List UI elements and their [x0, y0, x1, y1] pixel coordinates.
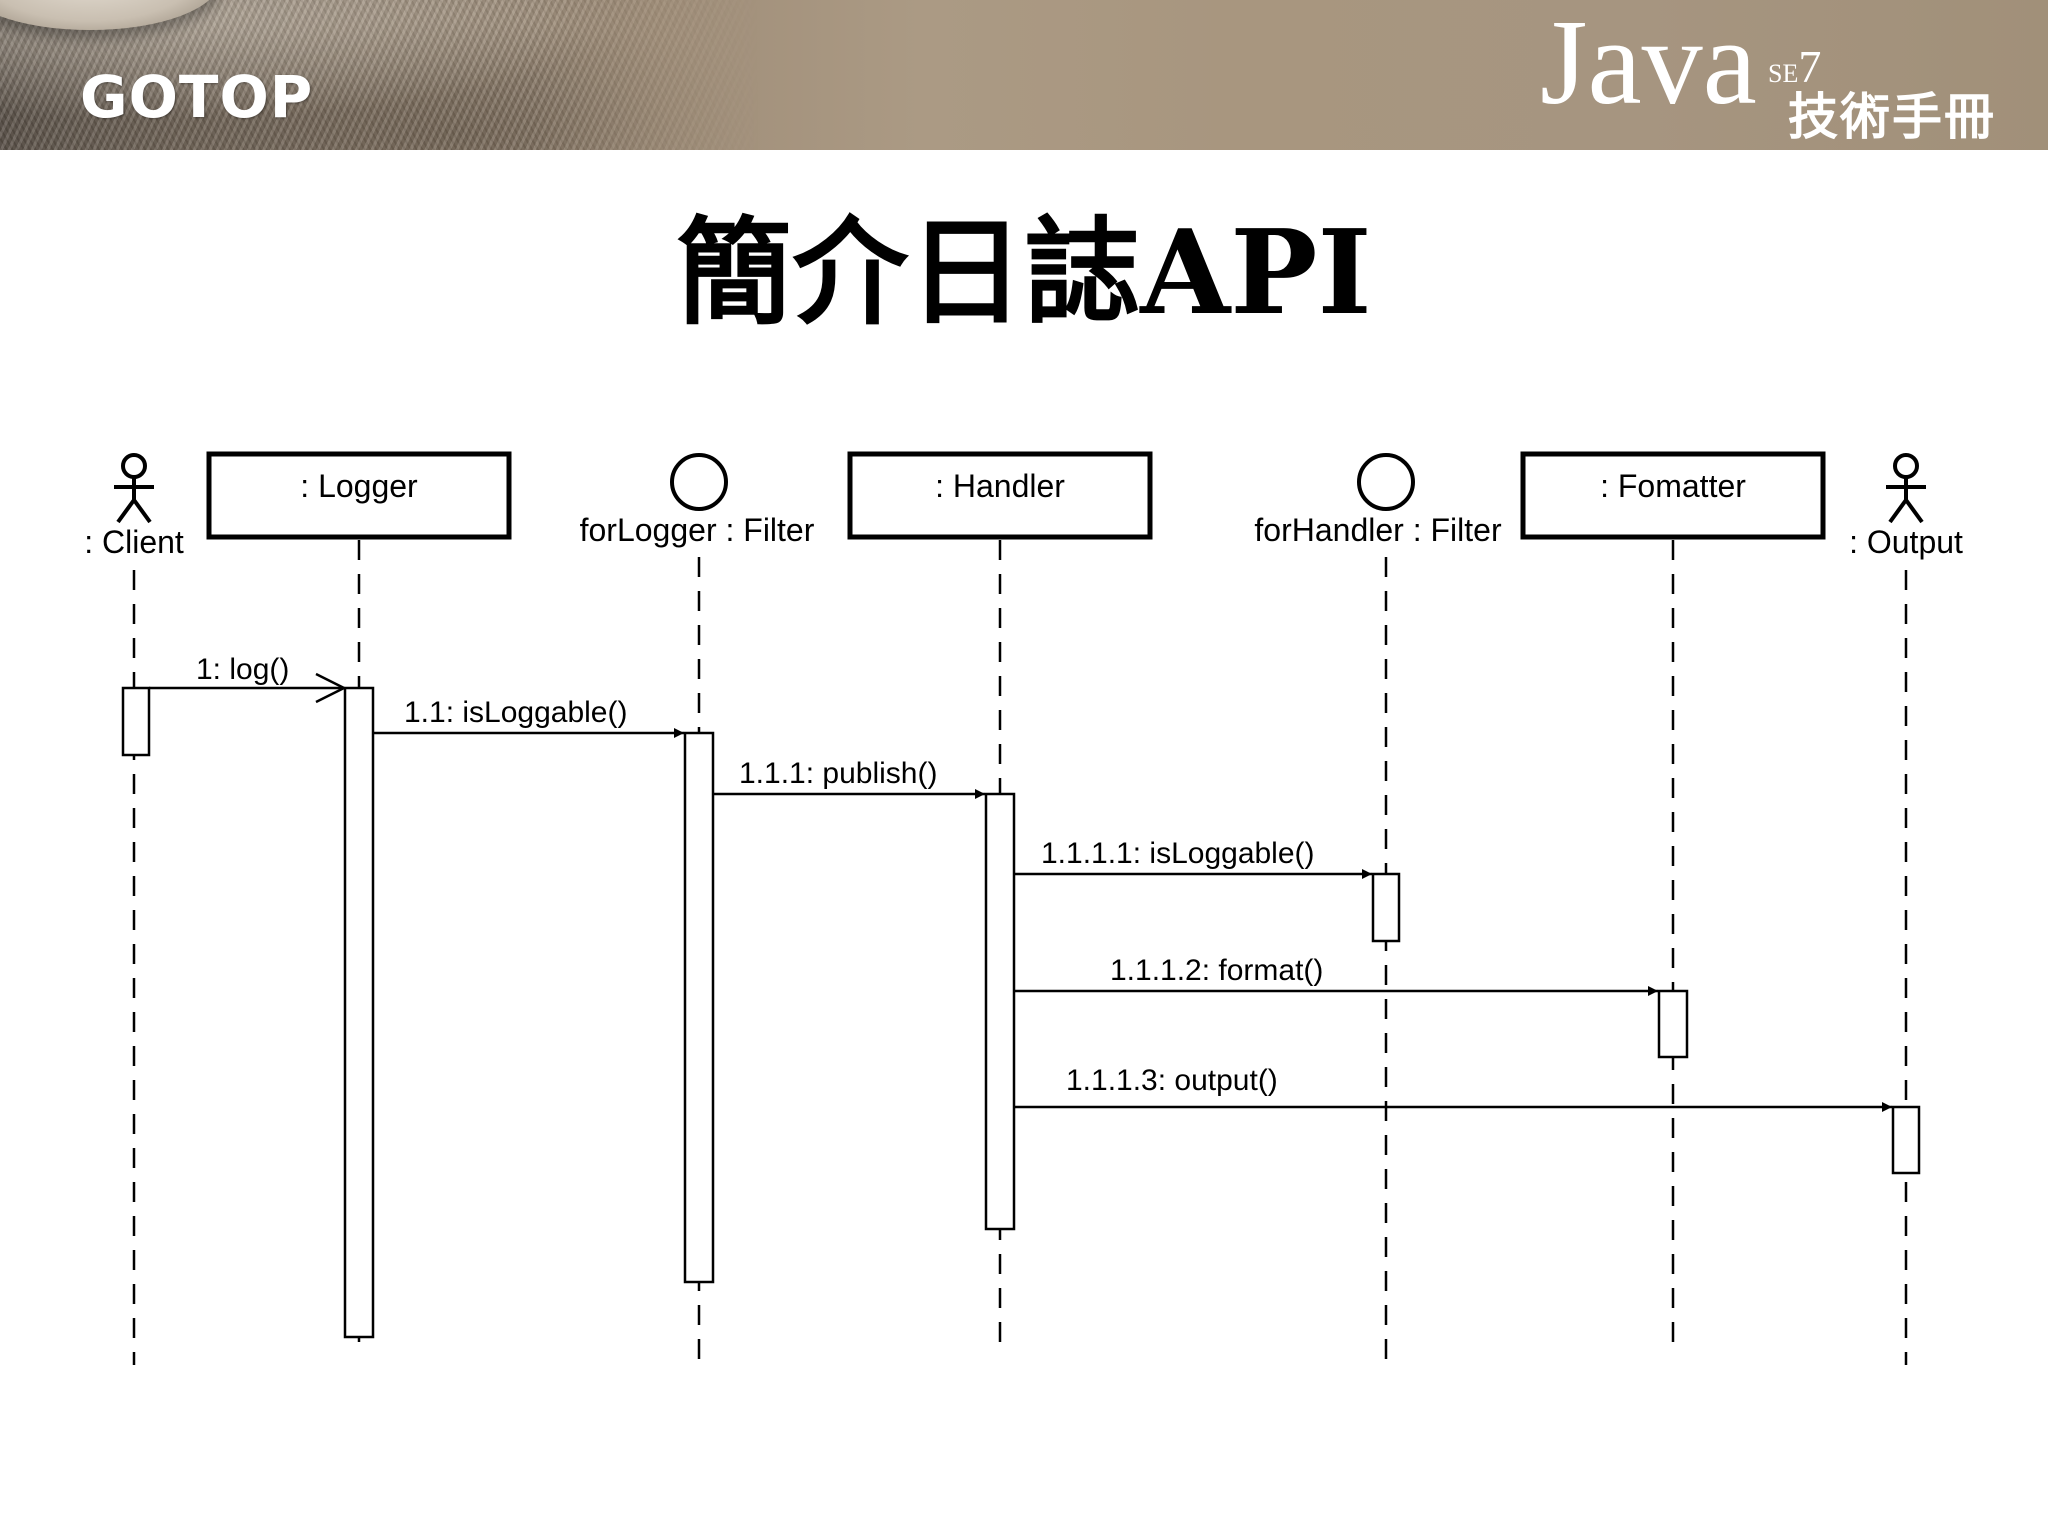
lifeline-label-handler: : Handler: [935, 468, 1065, 504]
activation-bar-handler: [984, 792, 1016, 1231]
activation-bar-for-handler-filter: [1371, 872, 1401, 943]
header-banner: GOTOP Java SE7 技術手冊: [0, 0, 2048, 150]
se-text: SE: [1768, 59, 1799, 88]
lifeline-box-handler: [847, 451, 1153, 540]
activation-bar-for-logger-filter: [683, 731, 715, 1284]
lifeline-label-for-logger-filter: forLogger : Filter: [580, 512, 815, 548]
gotop-logo: GOTOP: [80, 63, 314, 131]
message-label-publish: 1.1.1: publish(): [739, 757, 937, 790]
lifeline-box-formatter: [1520, 451, 1826, 540]
client-actor-icon: [114, 453, 154, 524]
se7-logo: SE7: [1768, 44, 1821, 90]
interface-circle-icon: [670, 453, 728, 511]
activation-bar-output: [1891, 1105, 1921, 1175]
activation-bar-client: [121, 686, 151, 757]
lifeline-label-logger: : Logger: [300, 468, 418, 504]
lifeline-label-formatter: : Fomatter: [1600, 468, 1746, 504]
java-logo: Java: [1540, 0, 1757, 130]
slide-title: 簡介日誌API: [676, 205, 1372, 341]
open-arrowhead-icon: [315, 672, 347, 704]
seven-text: 7: [1798, 41, 1822, 92]
message-label-log: 1: log(): [196, 653, 289, 686]
activation-bar-logger: [343, 686, 375, 1339]
lifeline-label-client: : Client: [84, 524, 184, 560]
message-label-is-loggable: 1.1: isLoggable(): [404, 696, 627, 729]
interface-circle-icon: [1357, 453, 1415, 511]
message-label-handler-is-loggable: 1.1.1.1: isLoggable(): [1041, 837, 1315, 870]
lifeline-label-for-handler-filter: forHandler : Filter: [1254, 512, 1502, 548]
lifeline-label-output: : Output: [1849, 524, 1963, 560]
lifeline-box-logger: [206, 451, 512, 540]
book-subtitle-logo: 技術手冊: [1788, 88, 1996, 146]
message-label-format: 1.1.1.2: format(): [1110, 954, 1323, 987]
message-label-output: 1.1.1.3: output(): [1066, 1064, 1278, 1097]
activation-bar-formatter: [1657, 989, 1689, 1059]
output-actor-icon: [1886, 453, 1926, 524]
